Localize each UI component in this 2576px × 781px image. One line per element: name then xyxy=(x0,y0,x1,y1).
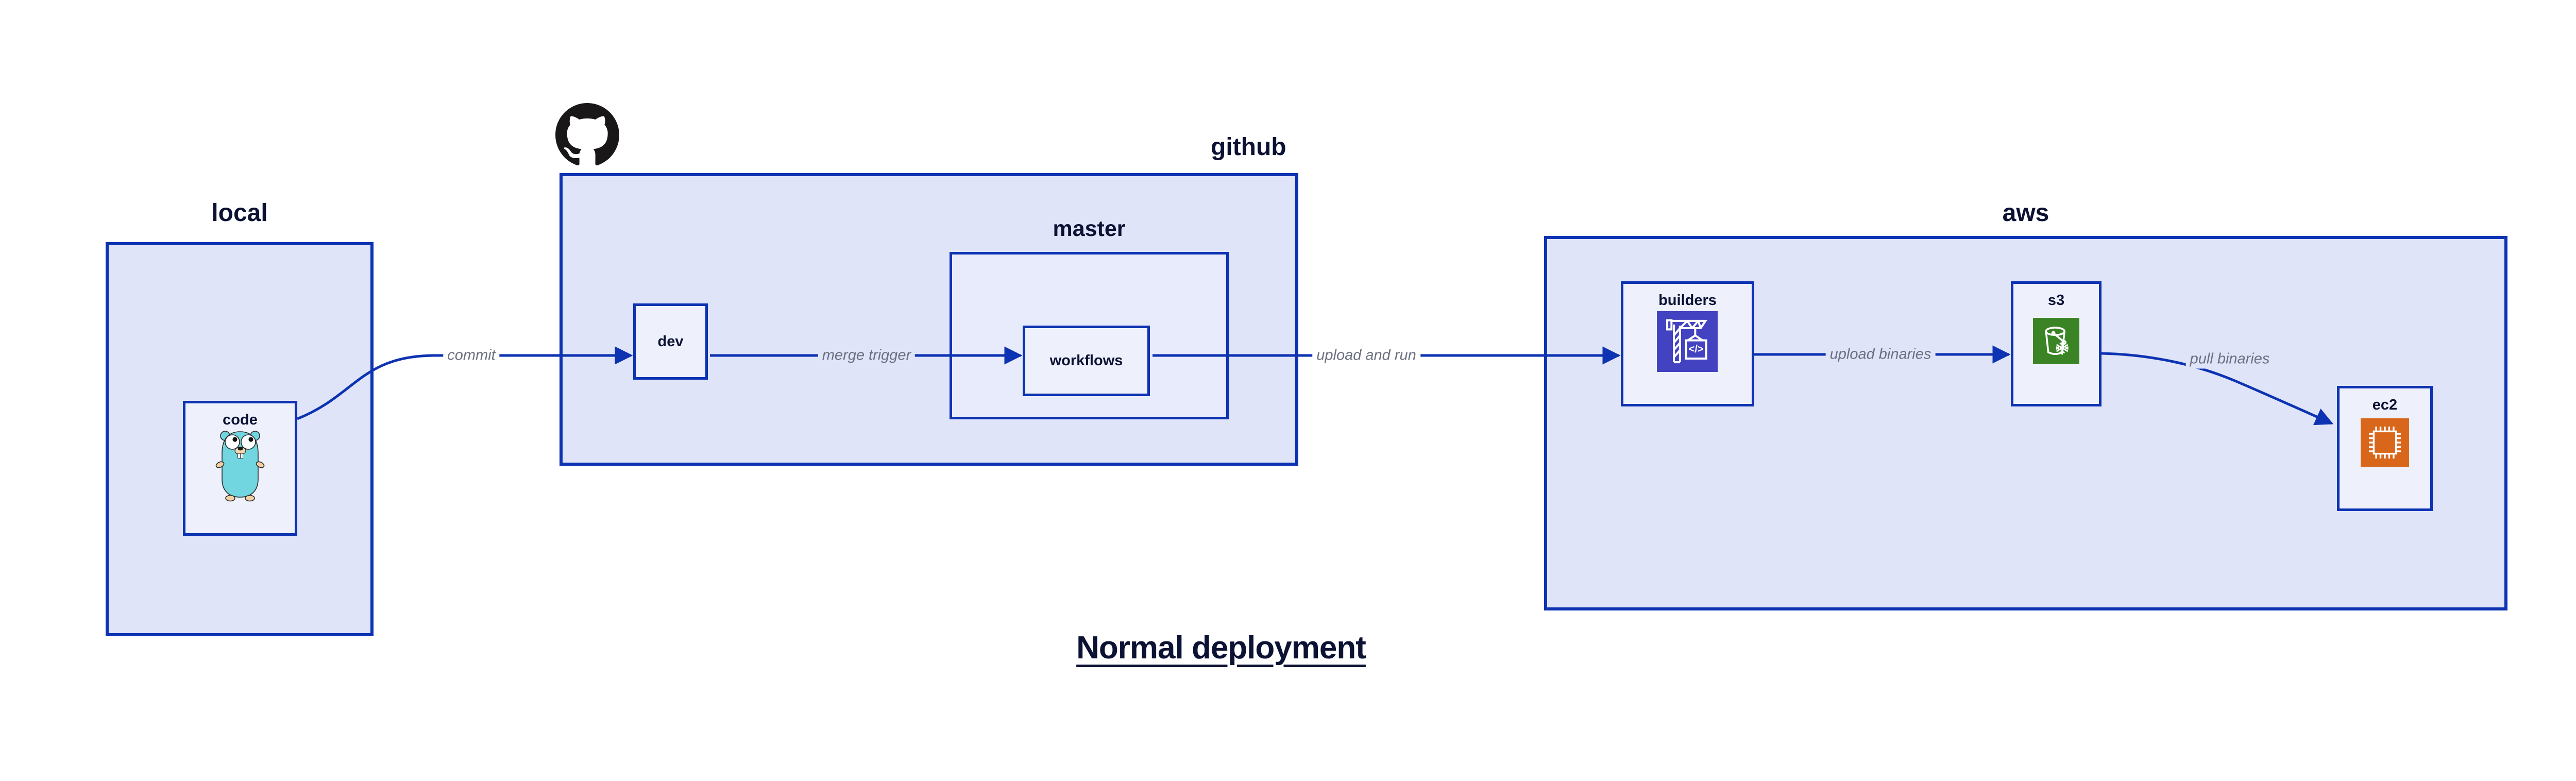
github-octocat-icon xyxy=(555,103,619,167)
aws-ec2-chip-icon xyxy=(2361,418,2409,467)
node-label-builders: builders xyxy=(1658,292,1717,309)
edge-label-upload-and-run: upload and run xyxy=(1312,346,1420,365)
edge-label-pull-binaries: pull binaries xyxy=(2185,349,2274,369)
node-workflows: workflows xyxy=(1023,326,1150,396)
node-label-dev: dev xyxy=(657,333,684,350)
node-label-workflows: workflows xyxy=(1049,352,1123,369)
edge-label-upload-binaries: upload binaries xyxy=(1825,345,1936,364)
edge-label-commit: commit xyxy=(443,346,500,365)
node-label-s3: s3 xyxy=(2047,292,2065,309)
node-dev: dev xyxy=(633,303,708,380)
edge-label-merge-trigger: merge trigger xyxy=(818,346,916,365)
node-label-ec2: ec2 xyxy=(2372,397,2398,413)
group-label-master: master xyxy=(1053,216,1126,241)
group-label-aws: aws xyxy=(2002,199,2049,227)
group-label-local: local xyxy=(211,199,268,227)
node-label-code: code xyxy=(223,412,258,428)
aws-codebuild-crane-icon: </> xyxy=(1657,311,1718,372)
diagram-title: Normal deployment xyxy=(1076,630,1366,666)
svg-text:</>: </> xyxy=(1689,344,1704,355)
go-gopher-icon xyxy=(214,427,266,504)
aws-s3-bucket-snowflake-icon xyxy=(2033,318,2079,364)
group-label-github: github xyxy=(1211,133,1286,161)
